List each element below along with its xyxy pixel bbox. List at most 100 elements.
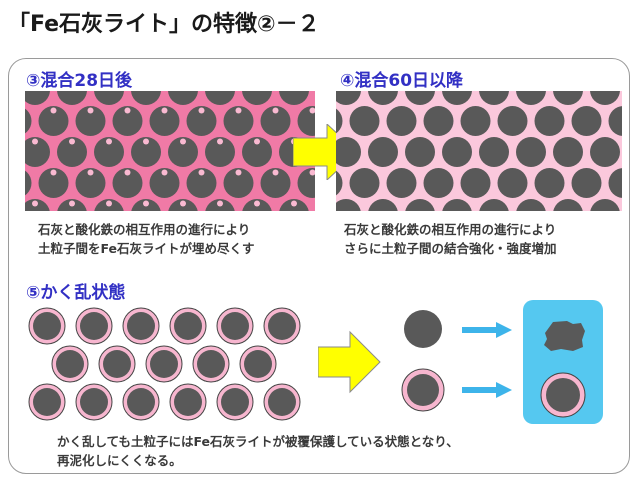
soil-particle [112, 168, 143, 198]
panel-3-heading: ③混合28日後 [26, 71, 133, 91]
soil-particle [442, 91, 472, 105]
panel-5-caption-line-2: 再泥化しにくくなる。 [57, 453, 182, 468]
soil-particle [368, 137, 398, 167]
soil-particle-core [174, 312, 202, 340]
pore-space [291, 200, 297, 207]
soil-particle [336, 137, 361, 167]
soil-particle [131, 91, 161, 105]
panel-4-caption-line-1: 石灰と酸化鉄の相互作用の進行により [344, 222, 557, 237]
pore-space [87, 169, 94, 176]
bare-particle-icon [403, 309, 443, 349]
soil-particle-core [33, 312, 61, 340]
soil-particle [608, 168, 622, 198]
soil-particle [25, 108, 32, 134]
soil-particle [497, 168, 528, 198]
panel-4-particle-grid [336, 91, 622, 211]
coated-particle-icon [401, 368, 445, 412]
pore-space [217, 200, 223, 207]
soil-particle [608, 106, 622, 136]
soil-particle [297, 168, 315, 198]
pore-space [32, 138, 38, 145]
panel-5-caption-line-1: かく乱しても土粒子にはFe石灰ライトが被覆保護している状態となり、 [57, 434, 459, 449]
soil-particle [368, 91, 398, 105]
soil-particle [149, 168, 180, 198]
pore-space [124, 169, 131, 176]
soil-particle [590, 91, 620, 105]
disturbed-particles [0, 0, 320, 430]
soil-particle [168, 91, 198, 105]
soil-particle [336, 108, 343, 134]
soil-particle-core [56, 350, 84, 378]
soil-particle [571, 168, 602, 198]
soil-particle [205, 137, 235, 167]
soil-particle [25, 170, 32, 196]
soil-particle [297, 106, 315, 136]
pore-space [32, 200, 38, 207]
soil-particle [94, 91, 124, 105]
soil-particle [553, 137, 583, 167]
soil-particle [260, 168, 291, 198]
soil-particle-core [127, 388, 155, 416]
panel-3-caption-line-1: 石灰と酸化鉄の相互作用の進行により [38, 222, 251, 237]
soil-particle [349, 106, 380, 136]
soil-particle [405, 137, 435, 167]
pore-space [87, 107, 94, 114]
soil-particle [336, 91, 361, 105]
pore-space [254, 200, 260, 207]
soil-particle [590, 199, 620, 211]
panel-5-heading: ⑤かく乱状態 [26, 283, 126, 303]
soil-particle [442, 137, 472, 167]
soil-particle [242, 137, 272, 167]
soil-particle [38, 168, 69, 198]
soil-particle [405, 199, 435, 211]
soil-particle [405, 91, 435, 105]
soil-particle [423, 106, 454, 136]
soil-particle [336, 170, 343, 196]
soil-particle [349, 168, 380, 198]
blue-arrow-icon-bottom [462, 382, 512, 398]
soil-particle [168, 137, 198, 167]
soil-particle [553, 199, 583, 211]
soil-particle-core [80, 388, 108, 416]
pore-space [106, 138, 112, 145]
soil-particle [223, 168, 254, 198]
water-container [523, 300, 603, 424]
pore-space [69, 138, 75, 145]
panel-4-caption-line-2: さらに土粒子間の結合強化・強度増加 [344, 241, 557, 256]
soil-particle [242, 91, 272, 105]
soil-particle [497, 106, 528, 136]
soil-particle [368, 199, 398, 211]
page-title: 「Fe石灰ライト」の特徴②－２ [8, 12, 320, 37]
soil-particle-core [127, 312, 155, 340]
pore-space [235, 107, 242, 114]
soil-particle [38, 106, 69, 136]
pore-space [309, 107, 315, 114]
pore-space [198, 169, 205, 176]
soil-particle-core [268, 312, 296, 340]
soil-particle [386, 106, 417, 136]
soil-particle [279, 91, 309, 105]
soil-particle [336, 199, 361, 211]
soil-particle [553, 91, 583, 105]
panel-3-caption-line-2: 土粒子間をFe石灰ライトが埋め尽くす [38, 241, 255, 256]
mud-clump-icon [544, 321, 585, 351]
soil-particle-core [103, 350, 131, 378]
pore-space [143, 200, 149, 207]
pore-space [106, 200, 112, 207]
soil-particle [57, 91, 87, 105]
soil-particle [423, 168, 454, 198]
soil-particle [75, 106, 106, 136]
soil-particle [534, 106, 565, 136]
soil-particle [571, 106, 602, 136]
soil-particle [479, 199, 509, 211]
pore-space [143, 138, 149, 145]
pore-space [50, 107, 57, 114]
pore-space [161, 107, 168, 114]
soil-particle-core [150, 350, 178, 378]
soil-particle [131, 137, 161, 167]
pore-space [235, 169, 242, 176]
pore-space [161, 169, 168, 176]
soil-particle [205, 91, 235, 105]
pore-space [254, 138, 260, 145]
soil-particle-core [174, 388, 202, 416]
